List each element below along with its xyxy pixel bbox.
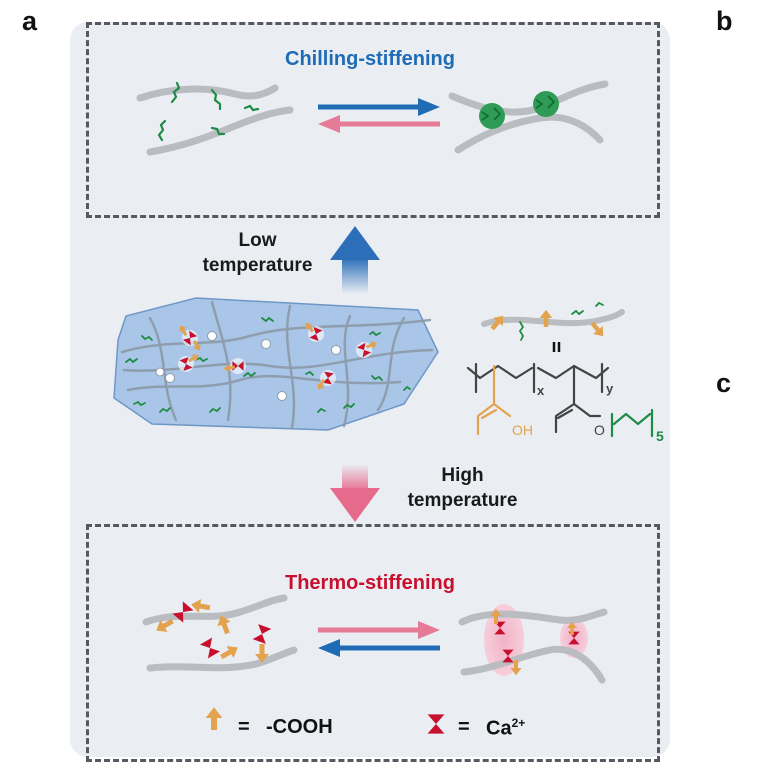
- low-label-line2: temperature: [202, 255, 313, 276]
- thermo-reverse-arrow-blue: [318, 639, 440, 657]
- chains-unassociated-top: [136, 84, 294, 156]
- chilling-stiffening-box: [86, 22, 660, 218]
- thermo-forward-arrow-pink: [318, 621, 440, 639]
- ca-cooh-crosslinks-network: [176, 320, 379, 392]
- panel-label-b: b: [716, 6, 733, 36]
- chains-before-thermo: [142, 594, 298, 672]
- high-temperature-arrow: [330, 464, 380, 522]
- alkyl-side-chains-top: [157, 81, 260, 142]
- structure-oh-label: OH: [512, 422, 533, 438]
- cooh-legend-label: -COOH: [266, 716, 333, 738]
- polymer-network: [113, 297, 439, 431]
- forward-arrow-blue: [318, 98, 440, 116]
- structure-o-label: O: [594, 422, 605, 438]
- ca-legend-icon: [427, 714, 445, 734]
- high-temperature-label: High temperature: [385, 463, 540, 513]
- panel-label-a: a: [22, 6, 38, 36]
- low-label-line1: Low: [238, 230, 277, 251]
- cooh-legend-icon: [205, 707, 223, 730]
- low-temperature-arrow: [330, 226, 380, 294]
- ca-legend-equals: =: [458, 716, 470, 738]
- chains-associated-top: [448, 80, 609, 154]
- crystalline-domain-icon: [479, 91, 559, 129]
- ca-legend-symbol: Ca: [486, 717, 512, 740]
- chemical-structure: [466, 362, 654, 438]
- panel-label-c: c: [716, 368, 732, 398]
- thermo-stiffening-title: Thermo-stiffening: [285, 572, 455, 594]
- copolymer-schematic: [481, 301, 625, 341]
- chains-after-thermo: [458, 608, 608, 684]
- ca-legend-label: Ca2+: [486, 716, 525, 741]
- structure-x-label: x: [537, 383, 545, 398]
- reverse-arrow-pink: [318, 115, 440, 133]
- chilling-stiffening-title: Chilling-stiffening: [285, 48, 455, 70]
- structure-y-label: y: [606, 381, 614, 396]
- low-temperature-label: Low temperature: [180, 228, 335, 278]
- equals-sign: [552, 342, 561, 352]
- ca-legend-charge: 2+: [511, 716, 526, 730]
- high-label-line2: temperature: [407, 490, 518, 511]
- high-label-line1: High: [441, 465, 484, 486]
- structure-n-label: 5: [656, 428, 664, 444]
- cooh-legend-equals: =: [238, 716, 250, 738]
